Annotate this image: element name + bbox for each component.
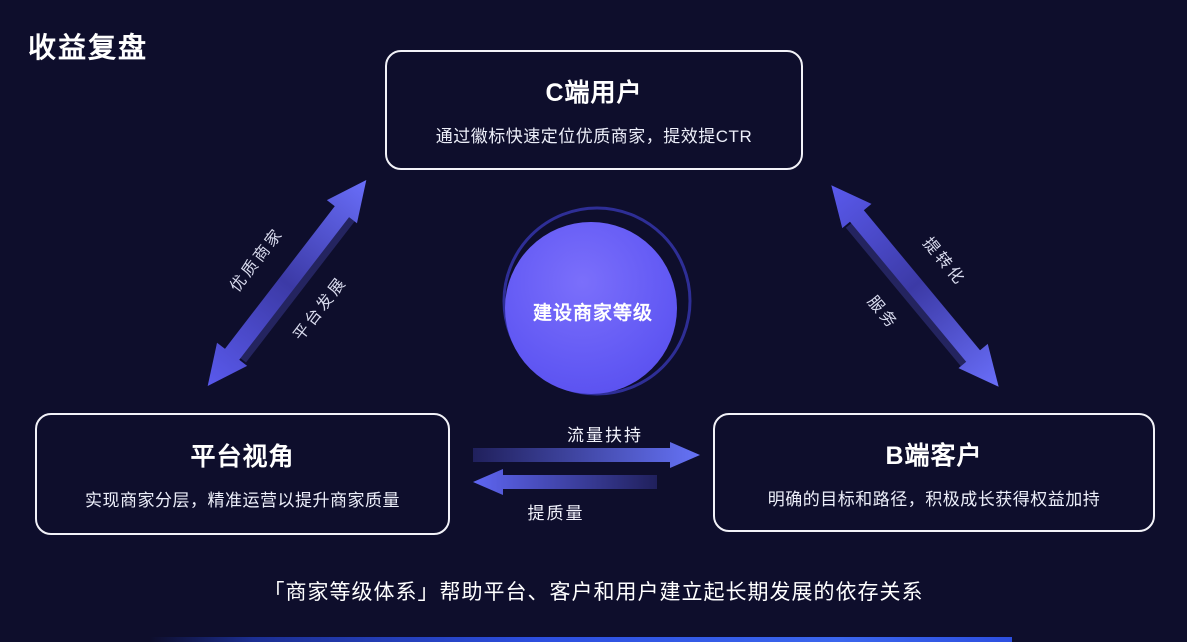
right-arrow-icon xyxy=(473,442,700,468)
arrow-right-horizontal xyxy=(473,441,700,474)
bottom-accent-bar xyxy=(150,637,1012,642)
center-circle: 建设商家等级 xyxy=(493,205,693,405)
left-arrow-icon xyxy=(473,469,657,495)
footer-caption: 「商家等级体系」帮助平台、客户和用户建立起长期发展的依存关系 xyxy=(263,581,924,604)
node-b-client-title: B端客户 xyxy=(885,441,983,470)
double-arrow-icon xyxy=(207,180,367,386)
node-b-client: B端客户 明确的目标和路径，积极成长获得权益加持 xyxy=(713,413,1155,532)
node-c-user-title: C端用户 xyxy=(545,79,643,107)
center-circle-graphic xyxy=(502,206,692,396)
orbit-ring xyxy=(502,206,692,396)
arrow-left-horizontal xyxy=(473,468,657,501)
page-title: 收益复盘 xyxy=(28,32,149,63)
center-circle-label: 建设商家等级 xyxy=(532,302,653,324)
double-arrow-icon xyxy=(831,185,999,387)
node-platform: 平台视角 实现商家分层，精准运营以提升商家质量 xyxy=(35,413,450,535)
arrow-right-diagonal: 提转化 服务 xyxy=(813,170,1017,403)
node-platform-title: 平台视角 xyxy=(190,443,295,471)
core-circle xyxy=(505,222,677,394)
arrow-left-diagonal: 优质商家 平台发展 xyxy=(189,165,385,401)
arrow-horizontal-top-label: 流量扶持 xyxy=(567,426,643,445)
node-c-user: C端用户 通过徽标快速定位优质商家，提效提CTR xyxy=(385,50,803,170)
node-b-client-subtitle: 明确的目标和路径，积极成长获得权益加持 xyxy=(767,489,1101,509)
node-c-user-subtitle: 通过徽标快速定位优质商家，提效提CTR xyxy=(435,127,753,146)
node-platform-subtitle: 实现商家分层，精准运营以提升商家质量 xyxy=(85,491,400,510)
arrow-horizontal-bottom-label: 提质量 xyxy=(527,504,585,523)
